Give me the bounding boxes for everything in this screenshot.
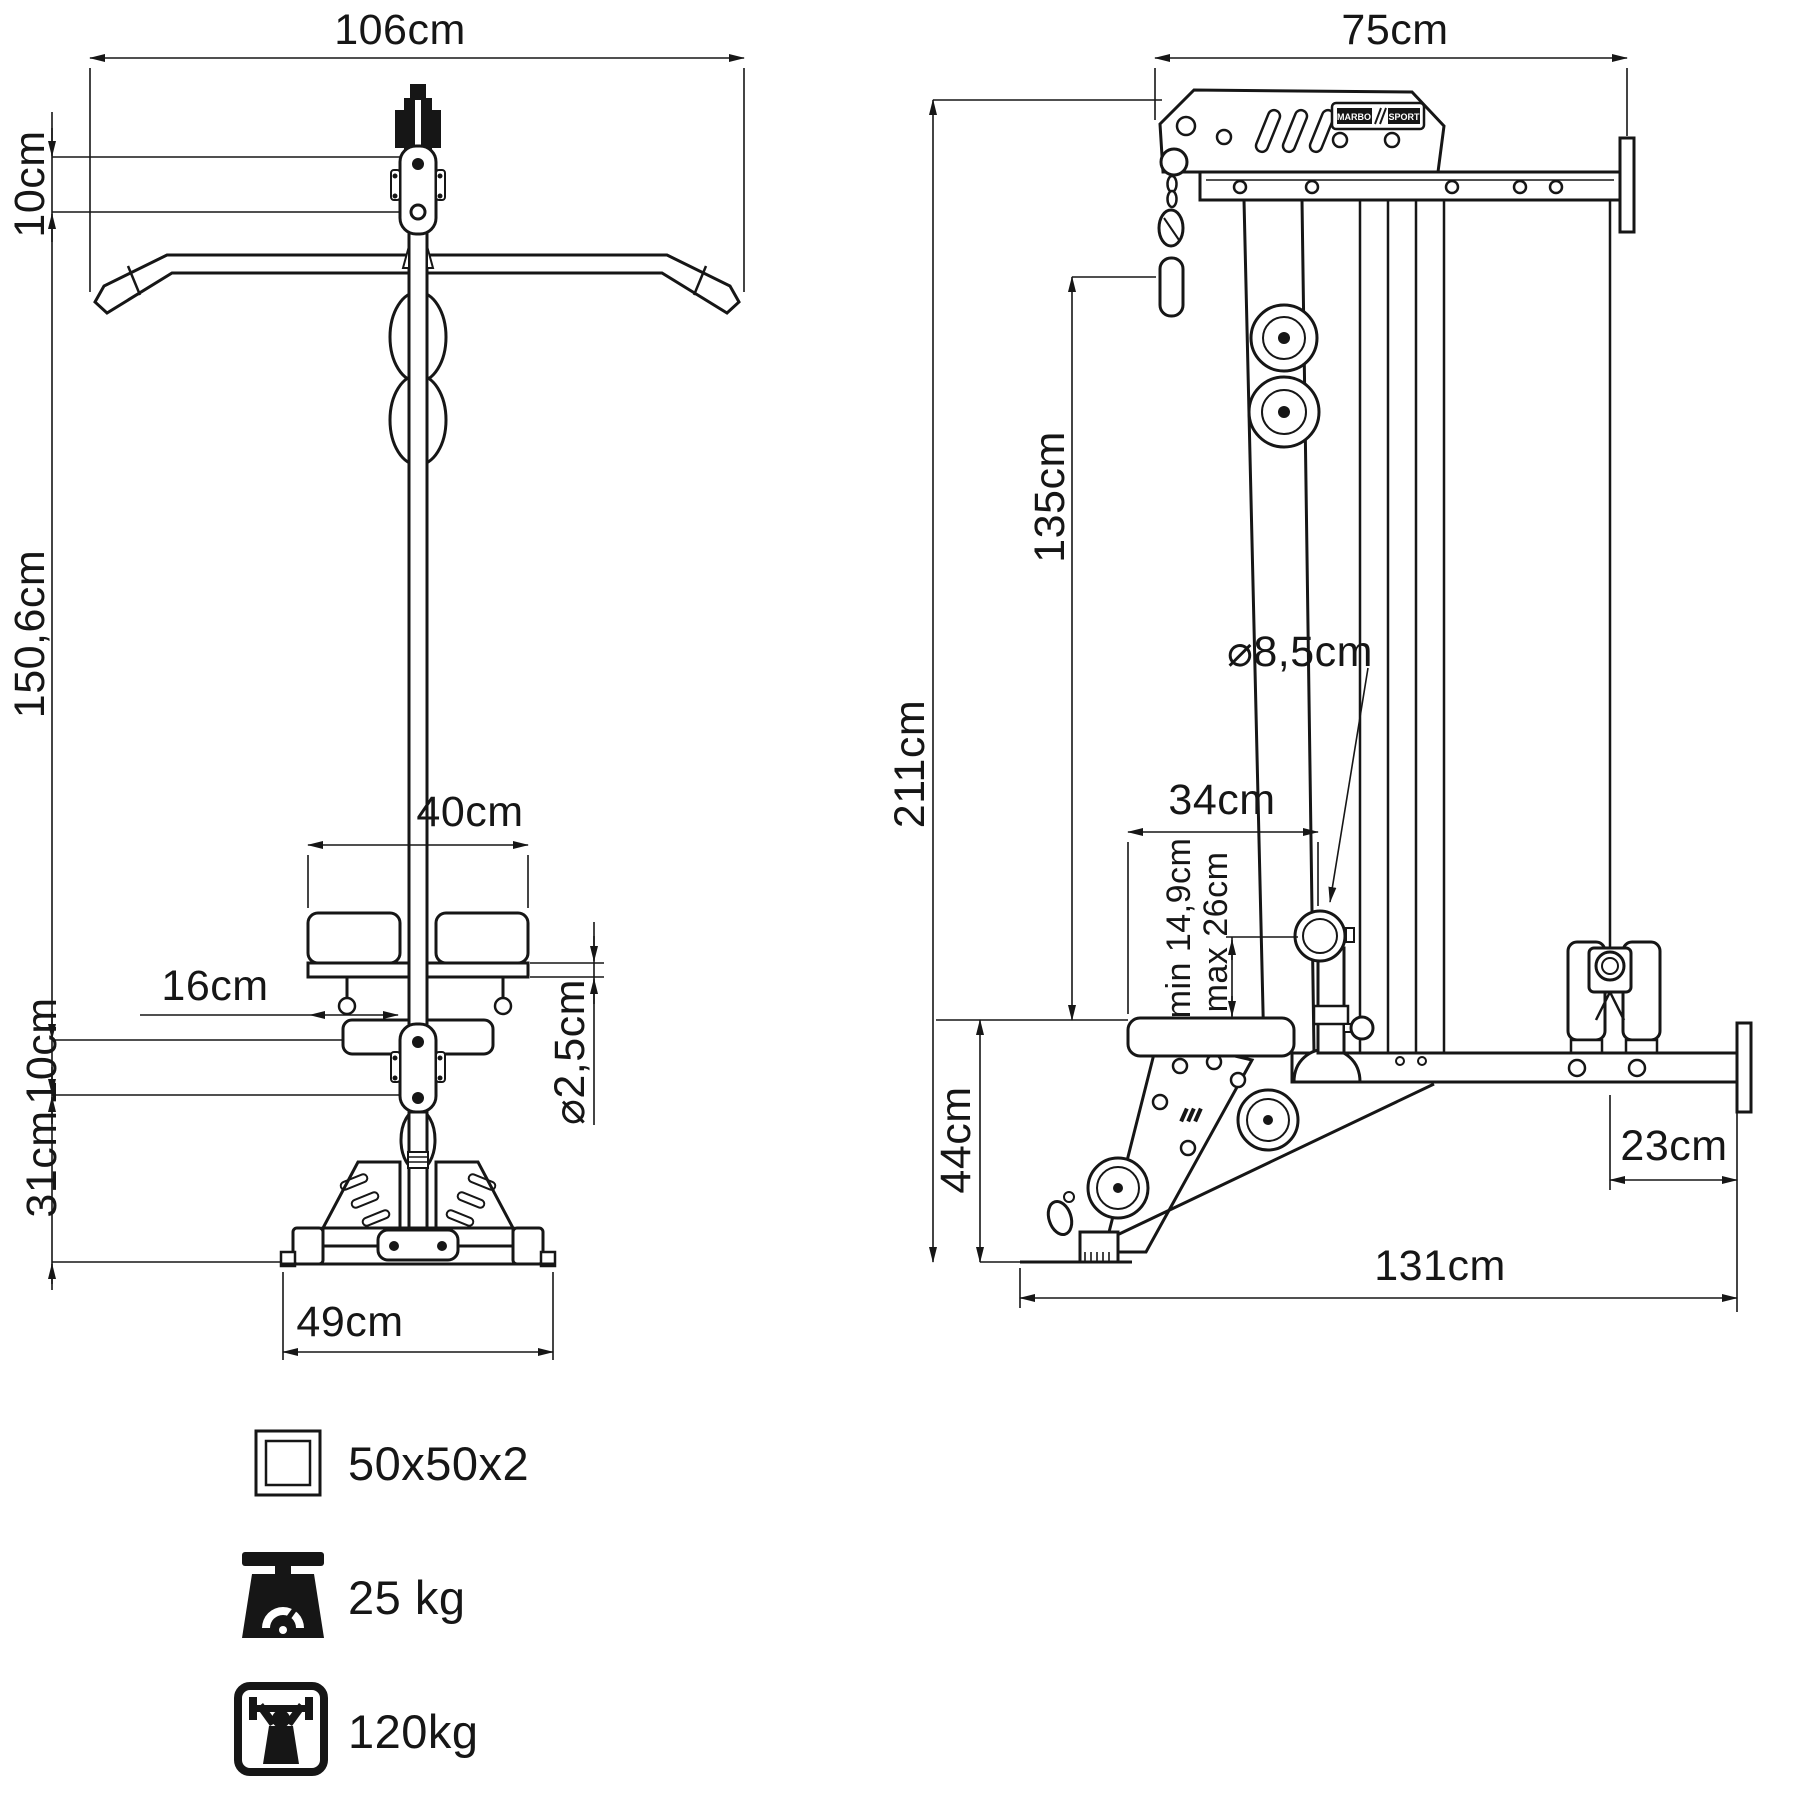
bar-gusset-left (401, 245, 410, 269)
wall-flange-bottom (1735, 1021, 1753, 1114)
dim-label-10cm-bottom: 10cm (18, 997, 66, 1104)
dim-label-16cm: 16cm (161, 962, 268, 1010)
dimension-tube-diameter: ⌀2,5cm (530, 922, 604, 1125)
dim-label-min: min 14,9cm (1160, 838, 1198, 1019)
dim-label-d8-5cm: ⌀8,5cm (1227, 628, 1373, 676)
dimension-base-width: 49cm (282, 1272, 554, 1360)
pulldown-bar (93, 253, 741, 315)
head-assembly: MARBO SPORT (1158, 88, 1446, 174)
legend-weight-label: 25 kg (348, 1571, 465, 1624)
pad-hooks (337, 977, 513, 1016)
dimension-base-depth: 131cm (1019, 1242, 1738, 1308)
dimension-pads-width: 40cm (307, 788, 529, 908)
dim-label-44cm: 44cm (932, 1086, 980, 1193)
base-beam (1290, 1021, 1753, 1114)
dim-label-131cm: 131cm (1374, 1242, 1506, 1290)
bottom-hatch (407, 1151, 429, 1169)
dim-label-49cm: 49cm (296, 1298, 403, 1346)
dim-label-31cm: 31cm (18, 1110, 66, 1217)
top-beam (1198, 136, 1636, 234)
cable-handle (1157, 147, 1189, 318)
dimension-handle-height: 135cm (1026, 276, 1156, 1021)
thigh-pad-right (434, 911, 530, 965)
vent-slots (1254, 108, 1336, 154)
dimension-roller-diameter: ⌀8,5cm (1227, 628, 1373, 903)
square-tube-icon (254, 1429, 322, 1497)
column-lower (407, 1110, 429, 1234)
dimension-front-left-chain: 10cm 150,6cm 10cm 31cm (6, 112, 402, 1290)
base-front (279, 1160, 557, 1268)
weightlifter-icon (234, 1682, 328, 1776)
single-grip (1158, 256, 1185, 318)
dim-label-106cm: 106cm (334, 6, 466, 54)
arm-emblem (1179, 1107, 1203, 1123)
low-row-cable (1093, 1082, 1435, 1248)
legend: 50x50x2 25 kg 120kg (234, 1429, 529, 1776)
column-pulleys (1247, 303, 1321, 449)
dimension-seat-height: 44cm (932, 1019, 1128, 1263)
dimension-total-height: 211cm (886, 99, 1162, 1263)
dimension-seat-depth: 34cm (1127, 776, 1319, 1014)
dimension-stack-offset: 23cm (1609, 1095, 1738, 1312)
dim-label-135cm: 135cm (1026, 431, 1074, 563)
roller-post (1293, 909, 1375, 1055)
dimension-roller-range: min 14,9cm max 26cm (1160, 838, 1298, 1019)
bar-gusset-right (426, 245, 435, 269)
dimension-depth: 75cm (1154, 6, 1628, 136)
dim-label-23cm: 23cm (1620, 1122, 1727, 1170)
dim-label-max: max 26cm (1197, 852, 1235, 1013)
dim-label-d2-5cm: ⌀2,5cm (546, 979, 594, 1125)
low-carabiner (1046, 1191, 1075, 1237)
side-view: 75cm 211cm 135cm (886, 6, 1753, 1312)
brand-left: MARBO (1337, 112, 1371, 122)
dim-label-10cm-top: 10cm (6, 130, 54, 237)
dimension-hook-offset: 16cm (140, 962, 399, 1019)
dimension-front-width: 106cm (89, 6, 745, 292)
dim-label-150-6cm: 150,6cm (6, 550, 54, 718)
guide-rods (1358, 200, 1612, 1053)
front-foot (1020, 1230, 1132, 1264)
seat-support-arm (1102, 1036, 1255, 1254)
dim-label-34cm: 34cm (1168, 776, 1275, 824)
dim-label-40cm: 40cm (416, 788, 523, 836)
dim-label-211cm: 211cm (886, 700, 934, 828)
brand-right: SPORT (1388, 112, 1420, 122)
top-bracket (390, 144, 446, 236)
wall-flange-top (1618, 136, 1636, 234)
legend-load-label: 120kg (348, 1705, 479, 1758)
front-view: 106cm 10cm 150,6cm 10cm 31cm (6, 6, 745, 1360)
top-clamp (395, 84, 441, 150)
bottom-bracket (390, 1022, 446, 1114)
legend-tube-label: 50x50x2 (348, 1437, 529, 1490)
brand-badge: MARBO SPORT (1330, 101, 1426, 131)
thigh-pad-left (306, 911, 402, 965)
scale-icon (242, 1552, 324, 1638)
seat (1126, 1016, 1296, 1058)
weight-stack (1566, 940, 1662, 1055)
dim-label-75cm: 75cm (1341, 6, 1448, 54)
